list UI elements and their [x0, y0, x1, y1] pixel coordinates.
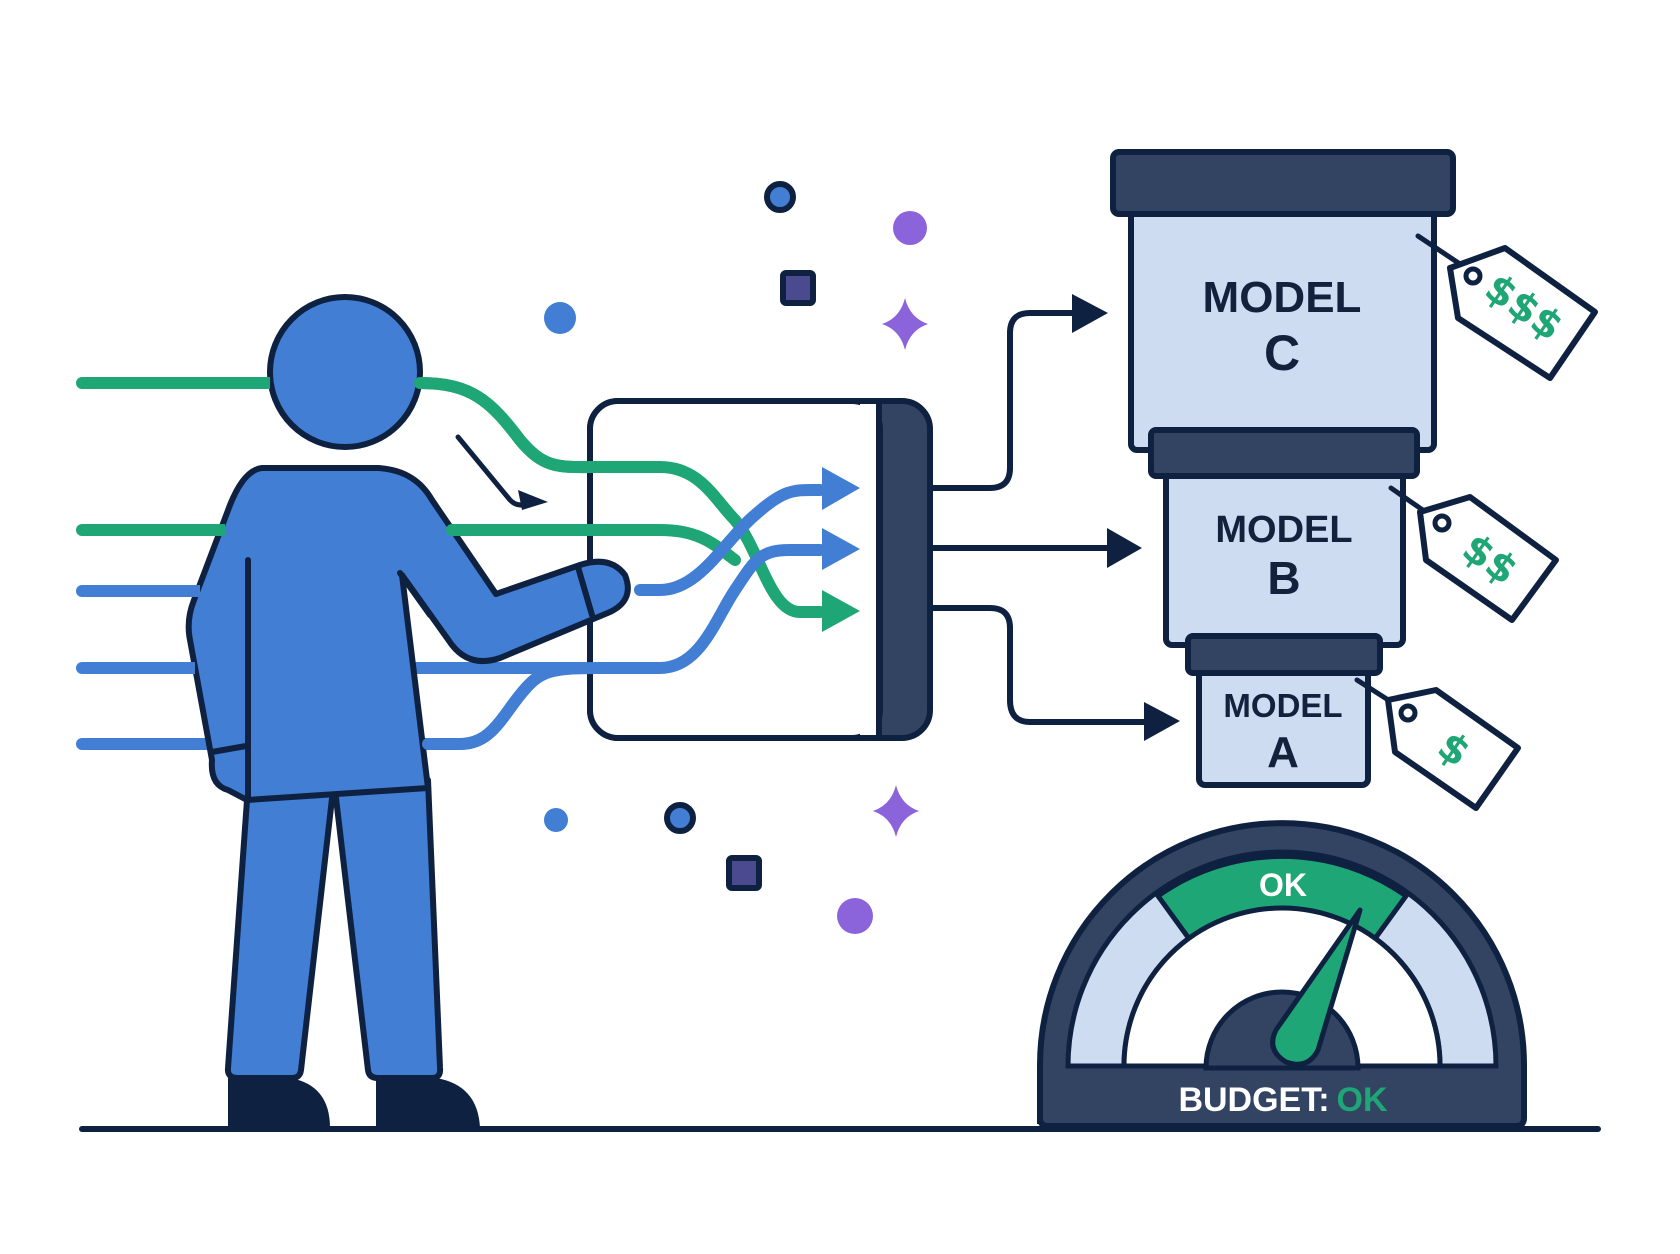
budget-caption-prefix: BUDGET:: [1178, 1081, 1329, 1119]
model-a-label-line1: MODEL: [1223, 687, 1342, 724]
budget-caption-status: OK: [1337, 1081, 1388, 1119]
person-torso: [185, 465, 631, 803]
gauge-face: [1121, 905, 1443, 1069]
route-to-model-a: [932, 605, 1148, 725]
router-output-lines: [932, 310, 1148, 725]
gauge-ok-label: OK: [1259, 867, 1307, 903]
model-b-label-line2: B: [1267, 552, 1300, 604]
purple-dot-icon: [837, 898, 873, 934]
model-stack: [1110, 149, 1456, 788]
person-arm-line: [397, 570, 433, 618]
model-c-label-line1: MODEL: [1203, 273, 1362, 322]
person-legs: [224, 777, 444, 1081]
sparkle-icon: [882, 298, 928, 350]
person-shoe-left: [228, 1078, 330, 1128]
blue-dot-icon: [544, 302, 576, 334]
router-output-arrowheads: [822, 467, 860, 632]
budget-gauge: OK BUDGET: OK: [1037, 820, 1527, 1129]
route-arrowheads: [1072, 294, 1180, 741]
square-icon: [780, 270, 816, 306]
model-b-cap: [1148, 427, 1420, 479]
model-a-cap: [1185, 633, 1383, 676]
price-tag-model-a: $: [1354, 677, 1521, 811]
ring-dot-icon: [764, 181, 796, 213]
price-tag-model-c: $$$: [1415, 233, 1598, 381]
person-wrist-line: [575, 564, 595, 618]
person-head: [267, 294, 423, 450]
router-internal-streams: [594, 461, 826, 674]
arrow-head-blue-mid: [822, 528, 860, 570]
hint-arrow: [455, 434, 548, 510]
gauge-needle: [1270, 907, 1363, 1067]
input-streams-front: [82, 377, 270, 750]
person-cuff-line: [209, 743, 249, 755]
model-a-label-line2: A: [1267, 728, 1299, 777]
streams-right-of-person: [414, 377, 606, 750]
purple-dot-icon: [893, 211, 927, 245]
person-shoe-right: [376, 1078, 480, 1128]
decorative-particles: [544, 181, 928, 934]
arrow-head-blue-top: [822, 467, 860, 510]
arrow-head-green-bottom: [822, 590, 860, 632]
square-icon: [726, 855, 762, 891]
ring-dot-icon: [664, 802, 696, 834]
model-c-label-line2: C: [1264, 325, 1300, 381]
sparkle-icon: [873, 785, 919, 837]
person-figure: [185, 294, 631, 1128]
model-c-cap: [1110, 149, 1456, 217]
blue-dot-icon: [544, 808, 568, 832]
price-tag-model-b: $$: [1388, 485, 1559, 623]
route-to-model-c: [932, 310, 1075, 491]
model-b-label-line1: MODEL: [1215, 509, 1352, 551]
